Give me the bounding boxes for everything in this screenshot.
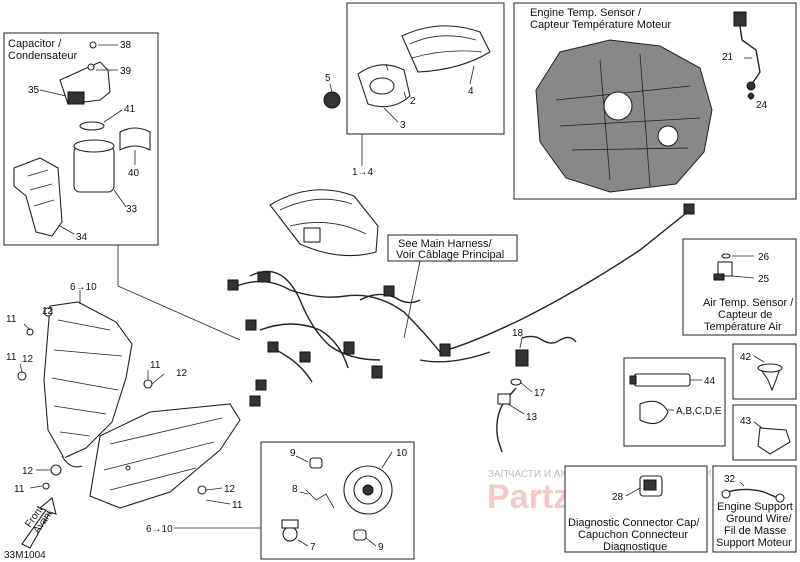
figure-code: 33M1004 [4,550,46,561]
label-9-a: 9 [290,448,296,459]
capacitor-caption-line2: Condensateur [8,50,77,62]
label-2: 2 [410,96,416,107]
headlight-left: 6→10 12 11 11 12 12 11 [6,282,133,495]
label-10: 10 [396,448,408,459]
engine-temp-caption-line1: Engine Temp. Sensor / [530,7,642,19]
label-42: 42 [740,352,752,363]
label-34: 34 [76,232,88,243]
air-temp-caption-line2: Capteur de [718,309,772,321]
diagnostic-caption-line2: Capuchon Connecteur [578,529,688,541]
label-25: 25 [758,274,770,285]
label-18: 18 [512,328,524,339]
label-abcde: A,B,C,D,E [676,406,722,417]
label-12-d: 12 [176,368,188,379]
label-41: 41 [124,104,136,115]
harness-assembly: 18 17 13 [227,189,695,453]
label-13: 13 [526,412,538,423]
ground-caption-line1: Engine Support [717,501,793,513]
label-24: 24 [756,100,768,111]
label-17: 17 [534,388,546,399]
air-temp-caption-line1: Air Temp. Sensor / [703,297,794,309]
main-harness-callout: See Main Harness/ Voir Câblage Principal [387,234,518,339]
label-12-e: 12 [224,484,236,495]
label-11-d: 11 [150,360,161,371]
label-6-10-top: 6→10 [70,282,97,293]
label-12-c: 12 [22,466,34,477]
main-harness-caption-line1: See Main Harness/ [398,238,492,250]
capacitor-box: Capacitor / Condensateur 38 39 35 41 40 … [3,32,159,246]
diagnostic-box: 28 Diagnostic Connector Cap/ Capuchon Co… [564,465,708,553]
gauge-box: 5 2 3 4 [323,2,505,135]
ground-caption-line4: Support Moteur [716,537,792,549]
label-26: 26 [758,252,770,263]
label-38: 38 [120,40,132,51]
label-39: 39 [120,66,132,77]
engine-temp-box: Engine Temp. Sensor / Capteur Températur… [513,2,797,200]
label-12-a: 12 [42,306,54,317]
label-9-b: 9 [378,542,384,553]
capacitor-caption-line1: Capacitor / [8,38,62,50]
label-6-10-bottom: 6→10 [146,524,173,535]
label-8: 8 [292,484,298,495]
label-33: 33 [126,204,138,215]
label-32: 32 [724,474,736,485]
ground-caption-line2: Ground Wire/ [726,513,792,525]
label-21: 21 [722,52,734,63]
label-3: 3 [400,120,406,131]
diagnostic-caption-line3: Diagnostique [603,541,667,553]
diagnostic-caption-line1: Diagnostic Connector Cap/ [568,517,700,529]
headlight-right: 11 12 12 11 6→10 [89,360,262,535]
label-44: 44 [704,376,716,387]
engine-temp-caption-line2: Capteur Température Moteur [530,19,671,31]
sealant-box: 44 A,B,C,D,E [623,357,726,447]
front-arrow: Front Avant [21,497,57,549]
label-4: 4 [468,86,474,97]
label-28: 28 [612,492,624,503]
air-temp-caption-line3: Température Air [704,321,782,333]
label-11-c: 11 [14,484,25,495]
label-11-a: 11 [6,314,17,325]
label-5: 5 [325,73,331,84]
main-harness-caption-line2: Voir Câblage Principal [396,249,504,261]
label-11-e: 11 [232,500,243,511]
label-1-4: 1→4 [352,167,374,178]
ground-caption-line3: Fil de Masse [724,525,786,537]
clip-42-box: 42 [732,343,797,400]
label-35: 35 [28,85,40,96]
bulb-box: 9 10 8 7 9 [260,441,415,560]
air-temp-box: 26 25 Air Temp. Sensor / Capteur de Temp… [682,238,797,336]
ground-wire-box: 32 Engine Support Ground Wire/ Fil de Ma… [712,465,797,553]
label-12-b: 12 [22,354,34,365]
label-7: 7 [310,542,316,553]
clip-43-box: 43 [732,404,797,461]
label-43: 43 [740,416,752,427]
label-40: 40 [128,168,140,179]
label-11-b: 11 [6,352,17,363]
